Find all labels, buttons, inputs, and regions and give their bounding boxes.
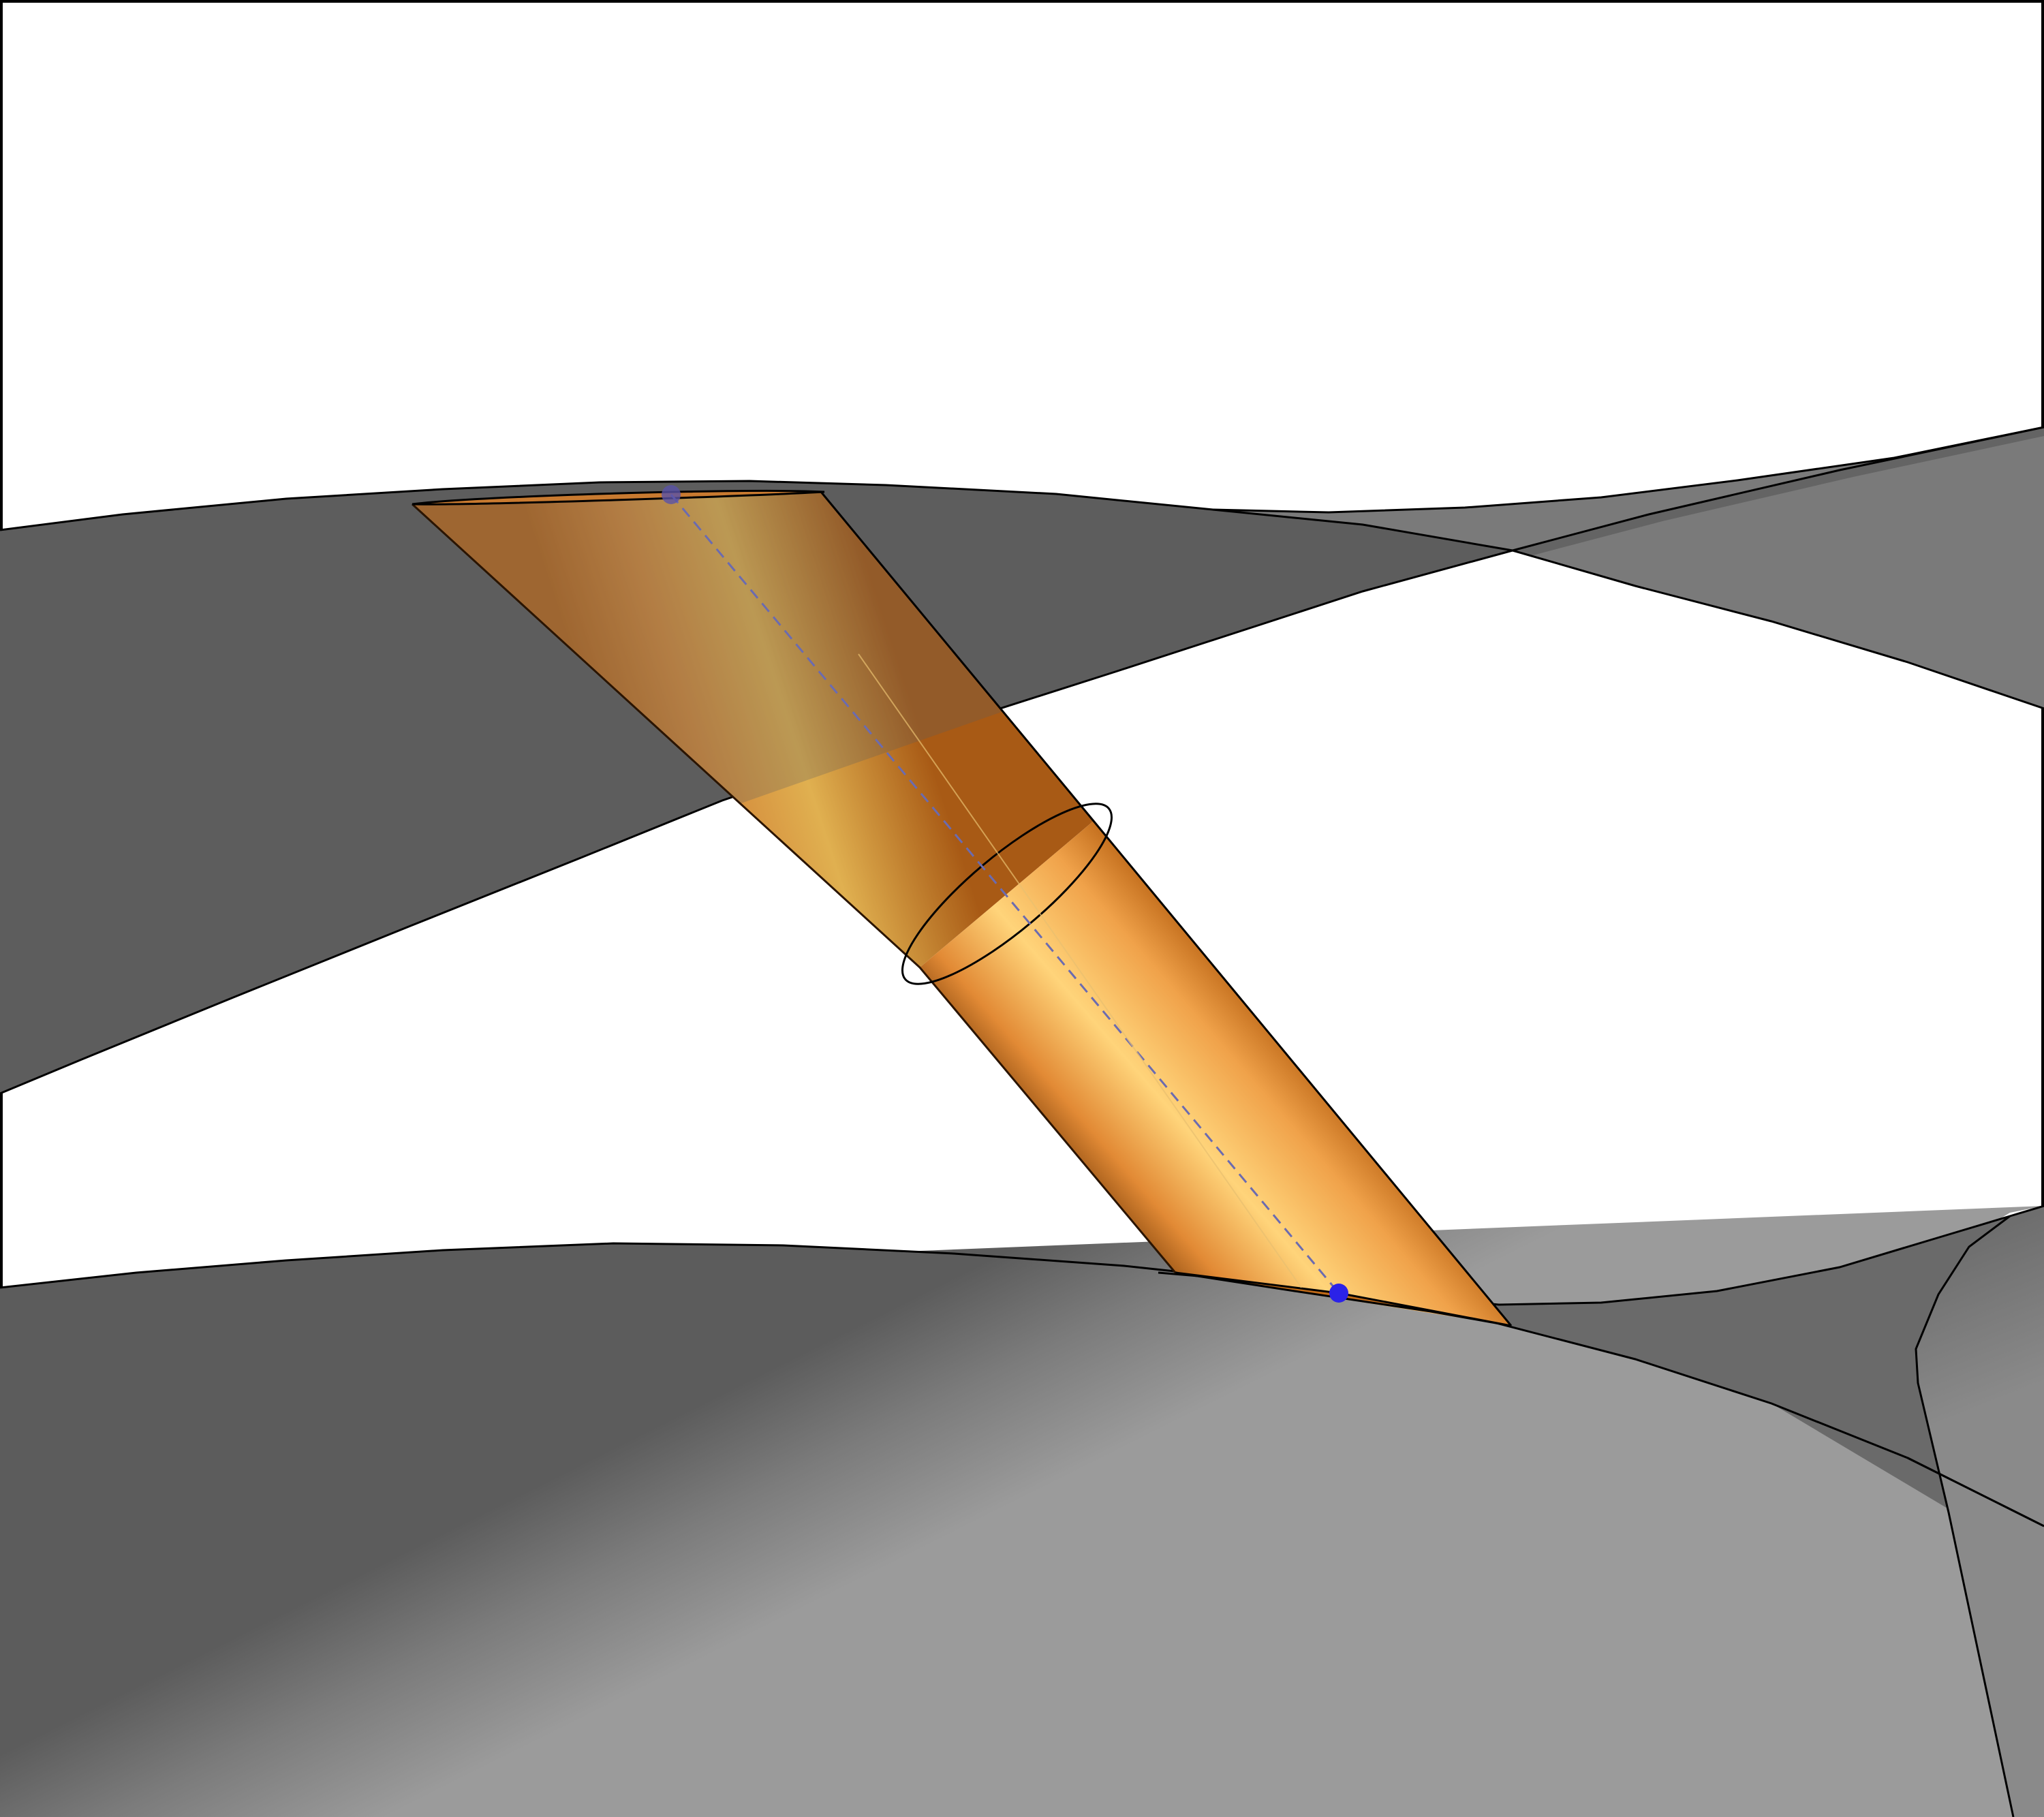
tube-axis-line: [670, 494, 1340, 1294]
tube-generatrix-line: [858, 653, 1302, 1288]
tube-cross-section: [901, 803, 1113, 985]
lower-surface-right: [1295, 1206, 2044, 1560]
tube-lower-body: [920, 821, 1511, 1326]
upper-surface-right: [1213, 427, 2044, 709]
tube-left-edge: [411, 503, 1177, 1273]
tube-right-edge: [820, 491, 1513, 1326]
tube-top-cap: [412, 489, 825, 506]
upper-surface-fold-edge: [1212, 508, 2044, 710]
tube-bottom-cap: [1175, 1271, 1512, 1327]
tube-occluded-region: [412, 492, 1002, 804]
lower-surface-right-fold: [1916, 1206, 2044, 1817]
lower-surface-right-edge: [1907, 1457, 2044, 1527]
lower-surface-fold-edge: [1915, 1215, 2015, 1817]
axis-point-bottom[interactable]: [1329, 1284, 1348, 1303]
axis-point-top[interactable]: [662, 485, 681, 504]
tube-upper-body: [412, 492, 1094, 967]
lower-surface-top-edge: [0, 1242, 2044, 1527]
upper-surface-top-edge: [0, 426, 2044, 531]
upper-surface-right-shadow: [1513, 427, 2044, 555]
lower-surface-front: [0, 1243, 2013, 1817]
